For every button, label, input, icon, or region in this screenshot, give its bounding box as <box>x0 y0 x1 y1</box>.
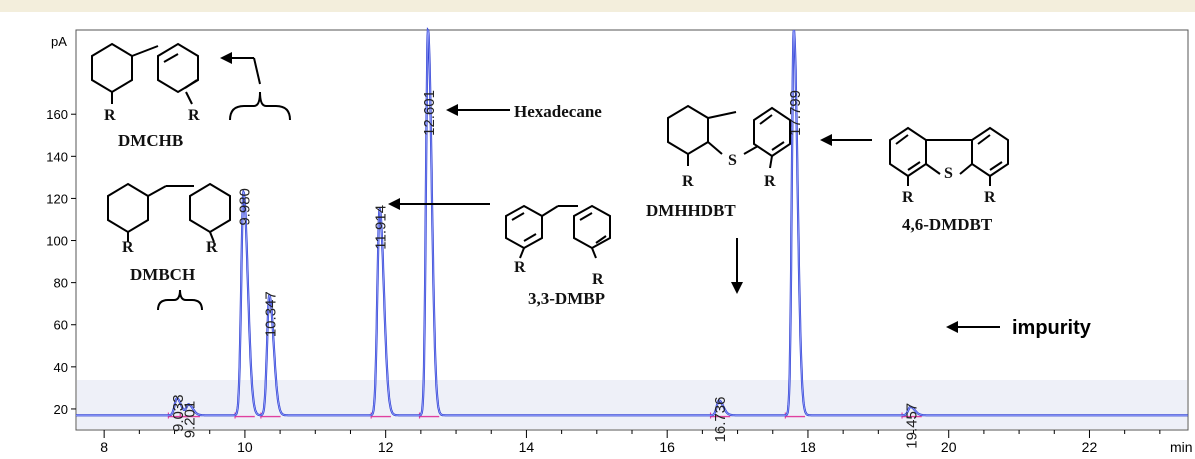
peak-rt-label: 17.799 <box>787 90 804 136</box>
dmchb-structure: R R DMCHB <box>91 42 291 150</box>
hexadecane-label: Hexadecane <box>514 102 602 121</box>
dmhhdbt-structure: S R R DMHHDBT <box>646 104 791 294</box>
dmhhdbt-r-left: R <box>682 173 694 190</box>
peak-rt-label: 9.201 <box>182 401 199 439</box>
x-tick-label: 8 <box>100 439 108 455</box>
dmdbt-structure: S R R 4,6-DMDBT <box>820 126 1009 234</box>
dmdbt-s: S <box>944 165 953 182</box>
dmchb-arrow-head <box>220 52 232 64</box>
x-tick-label: 16 <box>659 439 675 455</box>
x-ticks: 8 10 12 14 16 18 20 22 <box>100 430 1161 455</box>
dmhhdbt-arrow-head <box>731 282 743 294</box>
dmbp-r-right: R <box>592 271 604 288</box>
peak-rt-label: 10.347 <box>262 291 279 337</box>
dmbp-r-left: R <box>514 259 526 276</box>
dmchb-r-right: R <box>188 107 200 124</box>
dmbch-label: DMBCH <box>130 265 195 284</box>
dmbch-structure: R R DMBCH <box>107 182 231 311</box>
y-tick-label: 120 <box>46 191 68 206</box>
y-tick-label: 20 <box>54 402 68 417</box>
plot-frame <box>75 29 1189 431</box>
lower-band <box>77 380 1187 429</box>
dmbp-label: 3,3-DMBP <box>528 289 605 308</box>
y-tick-label: 160 <box>46 107 68 122</box>
y-tick-label: 80 <box>54 276 68 291</box>
x-tick-label: 20 <box>941 439 957 455</box>
impurity-arrow-head <box>946 321 958 333</box>
y-tick-label: 140 <box>46 149 68 164</box>
dmbp-arrow-head <box>388 198 400 210</box>
impurity-label: impurity <box>1012 317 1092 339</box>
dmchb-r-left: R <box>104 107 116 124</box>
dmdbt-r-left: R <box>902 189 914 206</box>
dmhhdbt-label: DMHHDBT <box>646 201 736 220</box>
y-axis-label: pA <box>51 34 67 49</box>
dmchb-label: DMCHB <box>118 131 183 150</box>
hexadecane-arrow-head <box>446 104 458 116</box>
dmhhdbt-r-right: R <box>764 173 776 190</box>
dmbch-r-right: R <box>206 239 218 256</box>
impurity-annotation: impurity <box>946 317 1092 339</box>
y-ticks: 20 40 60 80 100 120 140 160 <box>46 107 76 417</box>
x-tick-label: 18 <box>800 439 816 455</box>
y-tick-label: 40 <box>54 360 68 375</box>
peak-rt-label: 9.980 <box>237 188 254 226</box>
peak-rt-label: 16.736 <box>712 397 729 443</box>
x-tick-label: 12 <box>378 439 394 455</box>
dmdbt-label: 4,6-DMDBT <box>902 215 993 234</box>
dmdbt-arrow-head <box>820 134 832 146</box>
dmhhdbt-s: S <box>728 152 737 169</box>
signal-trace-highlight <box>76 29 1188 416</box>
top-band <box>0 0 1195 12</box>
x-tick-label: 14 <box>519 439 535 455</box>
peak-rt-label: 11.914 <box>373 205 390 250</box>
dmdbt-r-right: R <box>984 189 996 206</box>
y-tick-label: 100 <box>46 234 68 249</box>
dmbch-r-left: R <box>122 239 134 256</box>
y-tick-label: 60 <box>54 318 68 333</box>
dmbp-structure: R R 3,3-DMBP <box>388 198 611 308</box>
x-tick-label: 22 <box>1082 439 1098 455</box>
x-tick-label: 10 <box>237 439 253 455</box>
x-axis-label: min <box>1170 439 1193 455</box>
hexadecane-annotation: Hexadecane <box>446 102 602 121</box>
peak-rt-label: 12.601 <box>421 90 438 136</box>
peak-rt-label: 19.457 <box>903 403 920 449</box>
peak-rt-label: 9.033 <box>170 394 187 432</box>
